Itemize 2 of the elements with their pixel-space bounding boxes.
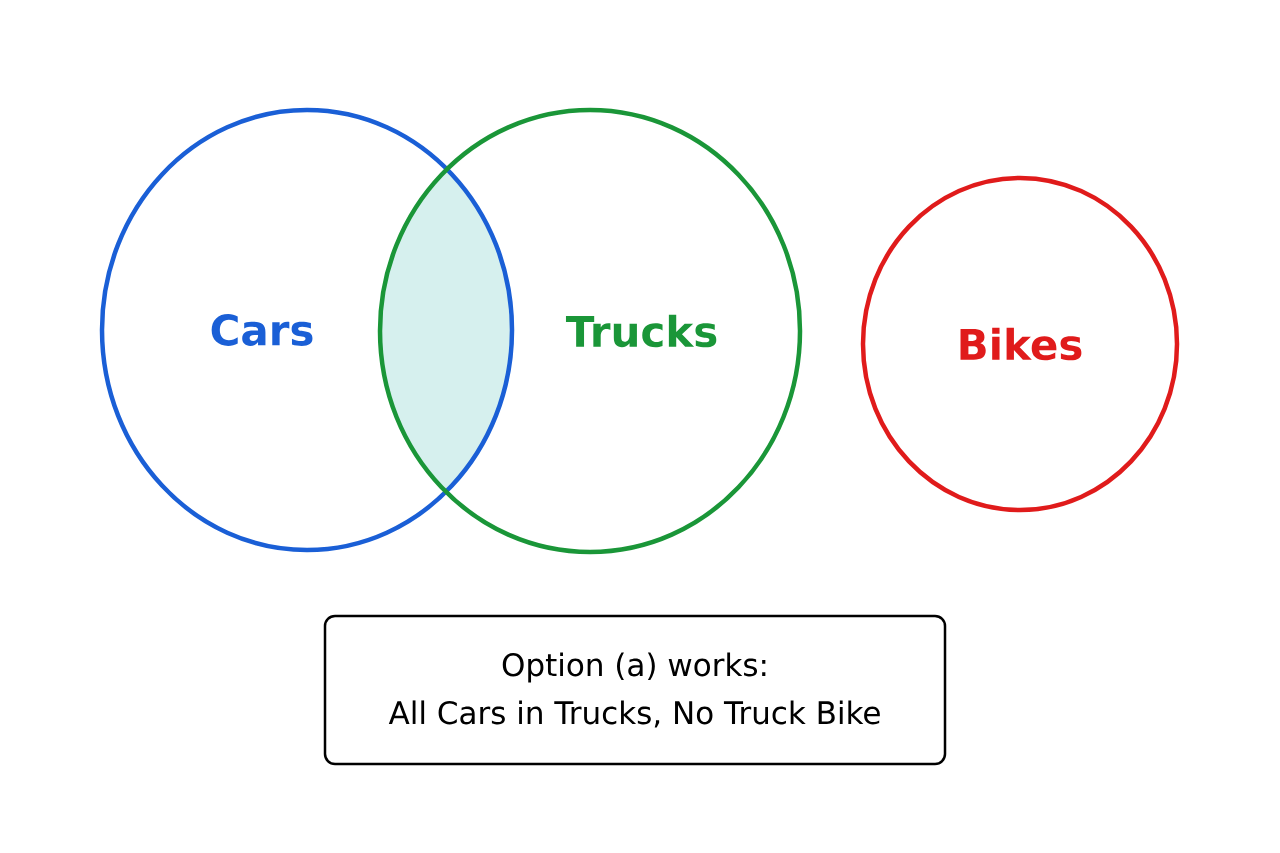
note-box: Option (a) works: All Cars in Trucks, No Truck Bike: [323, 614, 947, 766]
node-label: Cars: [211, 314, 313, 346]
